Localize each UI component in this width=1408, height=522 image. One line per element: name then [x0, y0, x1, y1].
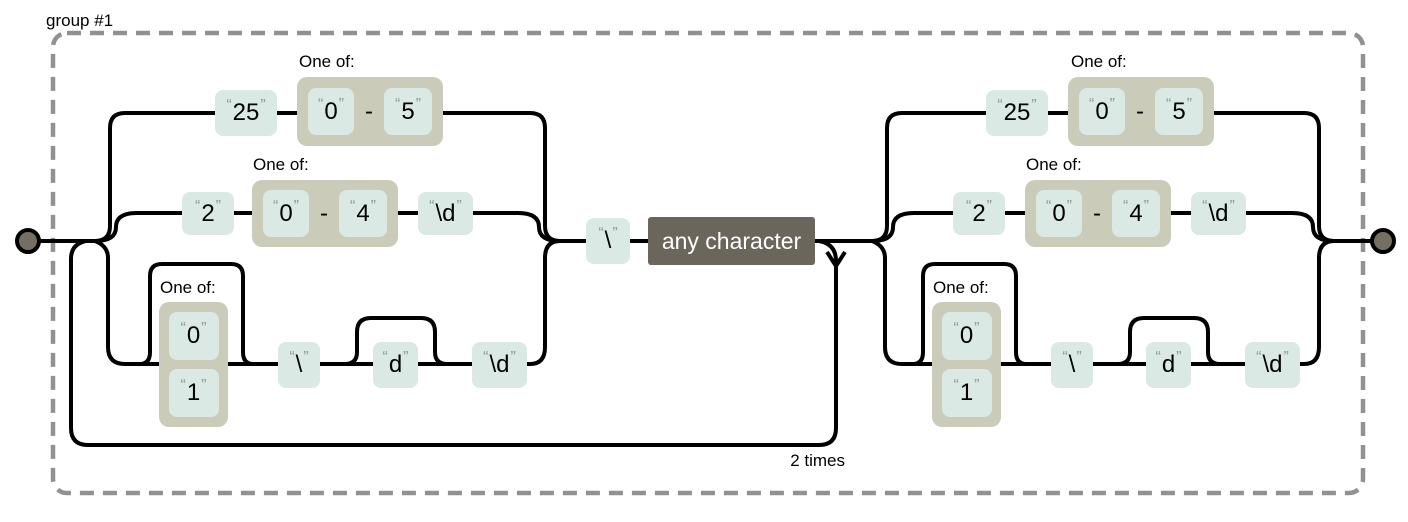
- literal-box-1: “1”: [168, 369, 219, 418]
- loop-arrow-icon: [825, 250, 847, 270]
- group-border: [50, 30, 1366, 496]
- rail-right-branch3-in: [871, 239, 932, 366]
- literal-box-5: “5”: [384, 88, 432, 135]
- range-dash: -: [320, 199, 328, 227]
- literal-box-backslash: “\”: [586, 218, 630, 264]
- charset-box-0-4: “0” - “4”: [1025, 180, 1171, 247]
- charset-box-0-4: “0” - “4”: [252, 180, 398, 247]
- rail-left-branch3-in: [94, 239, 159, 366]
- literal-box-escaped-d: “\d”: [1245, 342, 1300, 388]
- literal-box-d: “d”: [1146, 342, 1191, 388]
- rail-left-branch2-in: [94, 211, 182, 243]
- one-of-label: One of:: [299, 52, 355, 71]
- charset-box-01: “0” “1”: [159, 302, 228, 427]
- literal-box-5: “5”: [1155, 88, 1203, 135]
- literal-box-backslash: “\”: [278, 342, 320, 388]
- start-terminal: [15, 228, 41, 254]
- literal-box-1: “1”: [941, 369, 992, 418]
- charset-box-01: “0” “1”: [932, 302, 1001, 427]
- rail-right-skip-01: [912, 262, 1027, 366]
- literal-box-4: “4”: [1112, 190, 1160, 237]
- literal-box-25: “25”: [215, 90, 277, 136]
- literal-box-25: “25”: [986, 90, 1048, 136]
- one-of-label: One of:: [160, 278, 216, 297]
- one-of-label: One of:: [1071, 52, 1127, 71]
- group-label: group #1: [46, 11, 114, 30]
- one-of-label: One of:: [253, 155, 309, 174]
- one-of-label: One of:: [933, 278, 989, 297]
- literal-box-escaped-d: “\d”: [472, 342, 527, 388]
- literal-box-0: “0”: [1079, 88, 1125, 135]
- rail-paths: [39, 111, 1372, 447]
- one-of-label: One of:: [1026, 155, 1082, 174]
- rail-right-branch2-in: [871, 211, 953, 243]
- literal-box-escaped-d: “\d”: [1191, 192, 1246, 235]
- end-terminal: [1370, 228, 1396, 254]
- literal-box-4: “4”: [339, 190, 387, 237]
- rail-right-branch3-out: [1300, 239, 1335, 366]
- literal-box-backslash: “\”: [1051, 342, 1093, 388]
- literal-box-0: “0”: [1036, 190, 1082, 237]
- rail-left-branch3-out: [527, 239, 561, 366]
- rail-left-skip-01: [139, 262, 254, 366]
- range-dash: -: [1093, 199, 1101, 227]
- any-character-box: any character: [648, 217, 815, 265]
- repeat-label: 2 times: [790, 451, 845, 470]
- charset-box-0-5: “0” - “5”: [1068, 77, 1214, 146]
- rail-left-skip-d: [344, 316, 448, 366]
- rail-left-branch2-out: [473, 211, 561, 243]
- literal-box-0: “0”: [263, 190, 309, 237]
- literal-box-0: “0”: [308, 88, 354, 135]
- rail-right-skip-d: [1117, 316, 1221, 366]
- literal-box-2: “2”: [182, 192, 234, 235]
- charset-box-0-5: “0” - “5”: [297, 77, 443, 146]
- literal-box-0: “0”: [168, 311, 219, 360]
- literal-box-2: “2”: [953, 192, 1005, 235]
- range-dash: -: [1136, 97, 1144, 125]
- literal-box-0: “0”: [941, 311, 992, 360]
- literal-box-escaped-d: “\d”: [418, 192, 473, 235]
- range-dash: -: [365, 97, 373, 125]
- literal-box-d: “d”: [373, 342, 418, 388]
- rail-right-branch2-out: [1246, 211, 1335, 243]
- rail-repeat-loop: [69, 239, 838, 447]
